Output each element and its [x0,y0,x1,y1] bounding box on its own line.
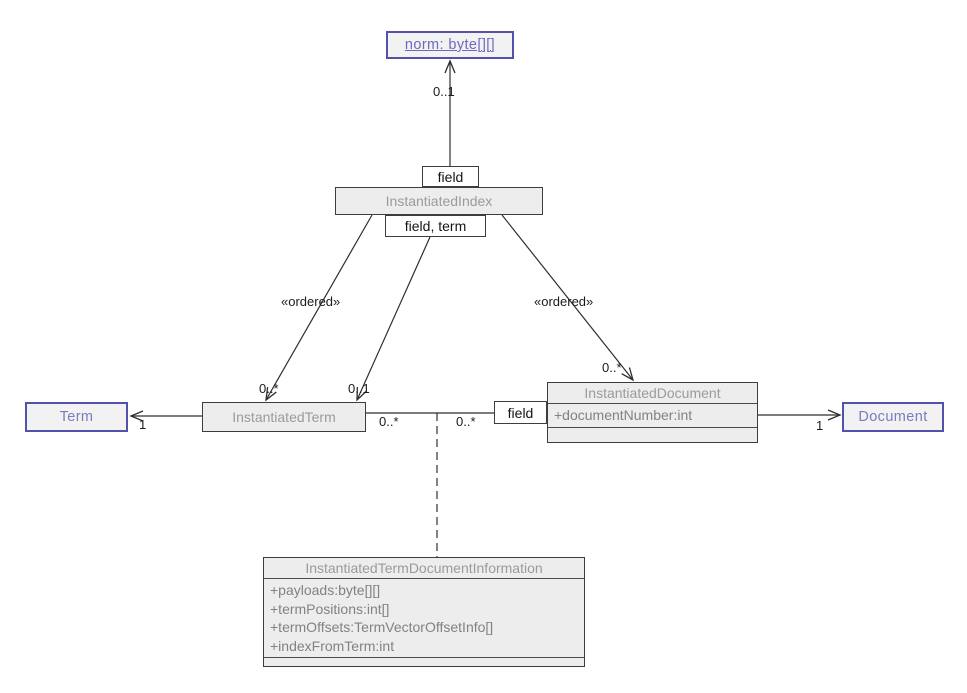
class-instantiateddocument[interactable]: InstantiatedDocument +documentNumber:int [547,382,758,443]
multiplicity-term-one: 1 [139,417,147,432]
class-name: InstantiatedTermDocumentInformation [264,558,584,579]
class-norm[interactable]: norm: byte[][] [386,31,514,59]
edge-index-qualified-to-term [356,236,431,402]
stereotype-ordered-right: «ordered» [534,294,594,309]
edge-index-to-document-ordered [501,214,635,382]
multiplicity-index-term-many: 0..* [259,381,279,396]
attribute: +indexFromTerm:int [270,637,395,654]
attribute: +payloads:byte[][] [270,582,381,598]
operations-compartment-empty [264,657,584,669]
multiplicity-assoc-term: 0..* [379,414,399,429]
qualifier-field-term: field, term [385,215,486,237]
attribute: +documentNumber:int [554,407,693,423]
class-document[interactable]: Document [842,402,944,432]
multiplicity-norm: 0..1 [433,84,455,99]
attribute: +termPositions:int[] [270,600,390,617]
class-name: InstantiatedIndex [385,193,493,209]
attributes-compartment: +payloads:byte[][] +termPositions:int[] … [264,579,584,657]
class-term[interactable]: Term [25,402,128,432]
multiplicity-index-term-optional: 0..1 [348,381,370,396]
multiplicity-document-one: 1 [816,418,824,433]
qualifier-field-document: field [494,401,547,424]
multiplicity-assoc-document: 0..* [456,414,476,429]
class-instantiatedindex[interactable]: InstantiatedIndex [335,187,543,215]
class-instantiatedterm[interactable]: InstantiatedTerm [202,402,366,432]
operations-compartment-empty [548,426,757,441]
edge-index-to-term-ordered [265,214,373,402]
class-instantiatedtermdocumentinformation[interactable]: InstantiatedTermDocumentInformation +pay… [263,557,585,667]
multiplicity-index-document-many: 0..* [602,360,622,375]
attribute: +termOffsets:TermVectorOffsetInfo[] [270,619,494,635]
attributes-compartment: +documentNumber:int [548,404,757,427]
class-name: InstantiatedTerm [232,409,336,425]
stereotype-ordered-left: «ordered» [281,294,341,309]
class-name: InstantiatedDocument [548,383,757,404]
qualifier-field: field [422,166,479,187]
